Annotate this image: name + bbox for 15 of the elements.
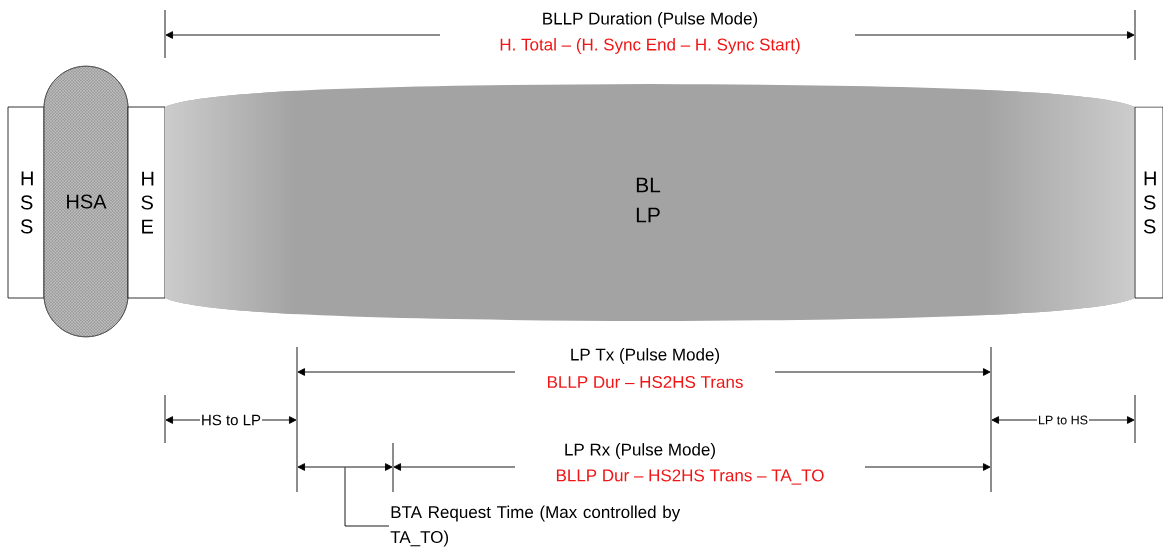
formula-label: BLLP Dur – HS2HS Trans	[548, 376, 743, 389]
formula-label: BLLP Dur – HS2HS Trans – TA_TO	[556, 469, 824, 485]
hatched-box: H S S	[7, 106, 45, 299]
dimension-label: LP to HS	[1037, 414, 1089, 426]
hatched-box: H S E	[127, 106, 166, 299]
note-text: BTA Request Time (Max controlled by TA_TO)	[390, 505, 681, 547]
dimension-label: LP Rx (Pulse Mode)	[565, 443, 715, 459]
formula-label: H. Total – (H. Sync End – H. Sync Start)	[500, 38, 800, 54]
dimension-label: HS to LP	[200, 413, 262, 427]
hatched-box: H S S	[1134, 106, 1163, 299]
leader-line	[344, 467, 390, 527]
dimension-label: LP Tx (Pulse Mode)	[571, 348, 720, 364]
dimension-label: BLLP Duration (Pulse Mode)	[543, 12, 758, 28]
blanking-band: BL LP	[165, 84, 1135, 321]
dimension-line	[297, 463, 393, 471]
